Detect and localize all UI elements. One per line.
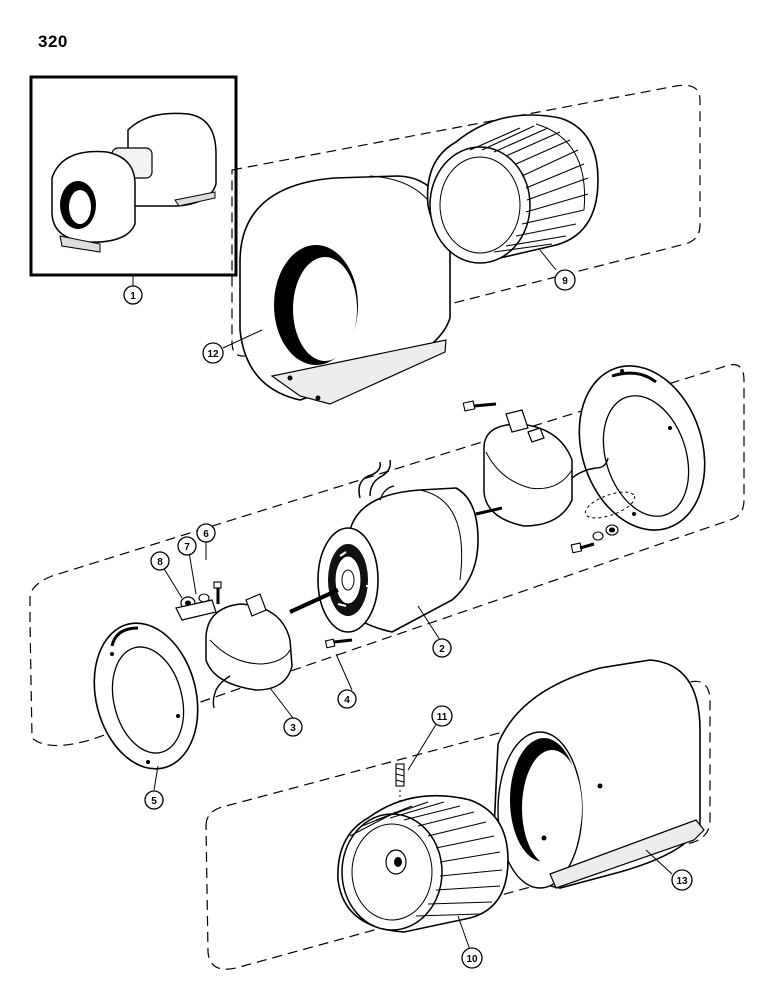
page-number: 320 xyxy=(38,32,68,51)
assembled-blower-inset xyxy=(29,75,238,277)
callout-7: 7 xyxy=(177,536,197,556)
leader-lines xyxy=(153,249,673,951)
callout-6: 6 xyxy=(196,523,216,543)
screw-4 xyxy=(324,638,353,649)
svg-text:8: 8 xyxy=(157,557,163,568)
callout-1: 1 xyxy=(123,285,143,305)
blower-housing-12 xyxy=(239,175,451,405)
svg-text:7: 7 xyxy=(184,542,190,553)
svg-text:9: 9 xyxy=(562,276,568,287)
callout-9: 9 xyxy=(554,269,576,291)
callout-5: 5 xyxy=(144,790,164,810)
callout-10: 10 xyxy=(461,947,483,969)
callout-8: 8 xyxy=(150,551,170,571)
svg-text:4: 4 xyxy=(344,695,350,706)
right-motor-clamp xyxy=(462,400,636,554)
callout-13: 13 xyxy=(671,869,693,891)
svg-text:5: 5 xyxy=(151,796,157,807)
callout-11: 11 xyxy=(431,705,453,727)
callout-2: 2 xyxy=(432,638,452,658)
blower-wheel-10 xyxy=(337,794,509,933)
svg-text:3: 3 xyxy=(290,723,296,734)
callout-4: 4 xyxy=(337,689,357,709)
upper-group-boundary xyxy=(231,84,701,357)
svg-text:6: 6 xyxy=(203,529,209,540)
svg-text:10: 10 xyxy=(466,954,478,965)
blower-wheel-9 xyxy=(426,114,599,264)
left-mounting-plate-5 xyxy=(93,622,199,770)
svg-text:2: 2 xyxy=(439,644,445,655)
right-mounting-plate xyxy=(578,365,706,531)
left-motor-clamp-3 xyxy=(175,593,293,709)
svg-text:1: 1 xyxy=(130,291,136,302)
blower-motor-2 xyxy=(289,459,503,633)
callout-3: 3 xyxy=(283,717,303,737)
svg-text:12: 12 xyxy=(207,349,219,360)
lower-group-boundary xyxy=(205,680,711,970)
svg-text:13: 13 xyxy=(676,876,688,887)
middle-group-boundary xyxy=(29,364,745,747)
svg-text:11: 11 xyxy=(437,712,448,723)
blower-housing-13 xyxy=(493,659,705,889)
callout-12: 12 xyxy=(202,342,224,364)
